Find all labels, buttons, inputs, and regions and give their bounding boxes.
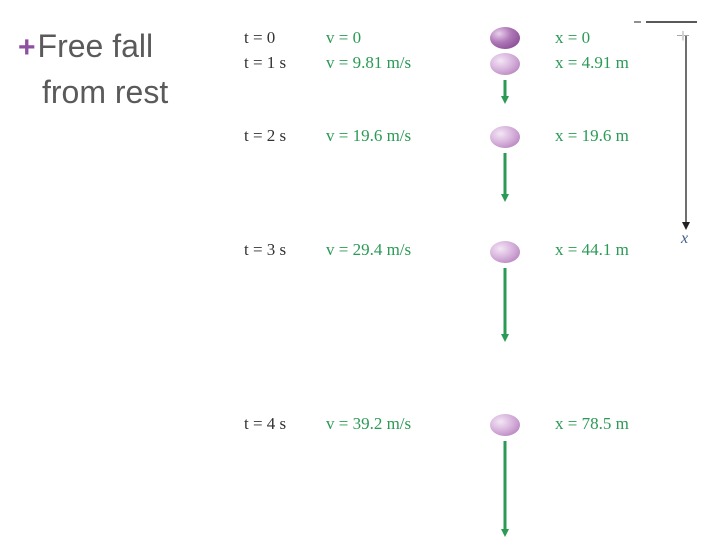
- position-label: x = 4.91 m: [555, 53, 629, 72]
- plus-bullet-icon: +: [18, 31, 36, 64]
- time-label: t = 2 s: [244, 126, 287, 145]
- position-label: x = 19.6 m: [555, 126, 629, 145]
- velocity-label: v = 39.2 m/s: [326, 414, 412, 433]
- velocity-label: v = 19.6 m/s: [326, 126, 412, 145]
- ball-t2: [490, 126, 520, 148]
- position-label: x = 0: [555, 28, 591, 47]
- ball-t1: [490, 53, 520, 75]
- row-t0: t = 0 v = 0 x = 0: [0, 28, 720, 54]
- title-line-2: from rest: [42, 74, 169, 110]
- ball-t3: [490, 241, 520, 263]
- slide-title: +Free fall from rest: [18, 24, 168, 114]
- time-label: t = 3 s: [244, 240, 287, 259]
- velocity-label: v = 0: [326, 28, 362, 47]
- time-label: t = 0: [244, 28, 276, 47]
- ball-t0: [490, 27, 520, 49]
- axis-label: x: [681, 230, 689, 247]
- title-line-1: Free fall: [37, 28, 154, 64]
- row-t3: t = 3 s v = 29.4 m/s x = 44.1 m: [0, 240, 720, 266]
- ball-t4: [490, 414, 520, 436]
- row-t4: t = 4 s v = 39.2 m/s x = 78.5 m: [0, 414, 720, 440]
- time-label: t = 1 s: [244, 53, 287, 72]
- row-t1: t = 1 s v = 9.81 m/s x = 4.91 m: [0, 53, 720, 79]
- position-label: x = 44.1 m: [555, 240, 629, 259]
- axis-origin-tick: –|–: [677, 30, 690, 41]
- velocity-label: v = 29.4 m/s: [326, 240, 412, 259]
- position-label: x = 78.5 m: [555, 414, 629, 433]
- velocity-label: v = 9.81 m/s: [326, 53, 412, 72]
- time-label: t = 4 s: [244, 414, 287, 433]
- row-t2: t = 2 s v = 19.6 m/s x = 19.6 m: [0, 126, 720, 152]
